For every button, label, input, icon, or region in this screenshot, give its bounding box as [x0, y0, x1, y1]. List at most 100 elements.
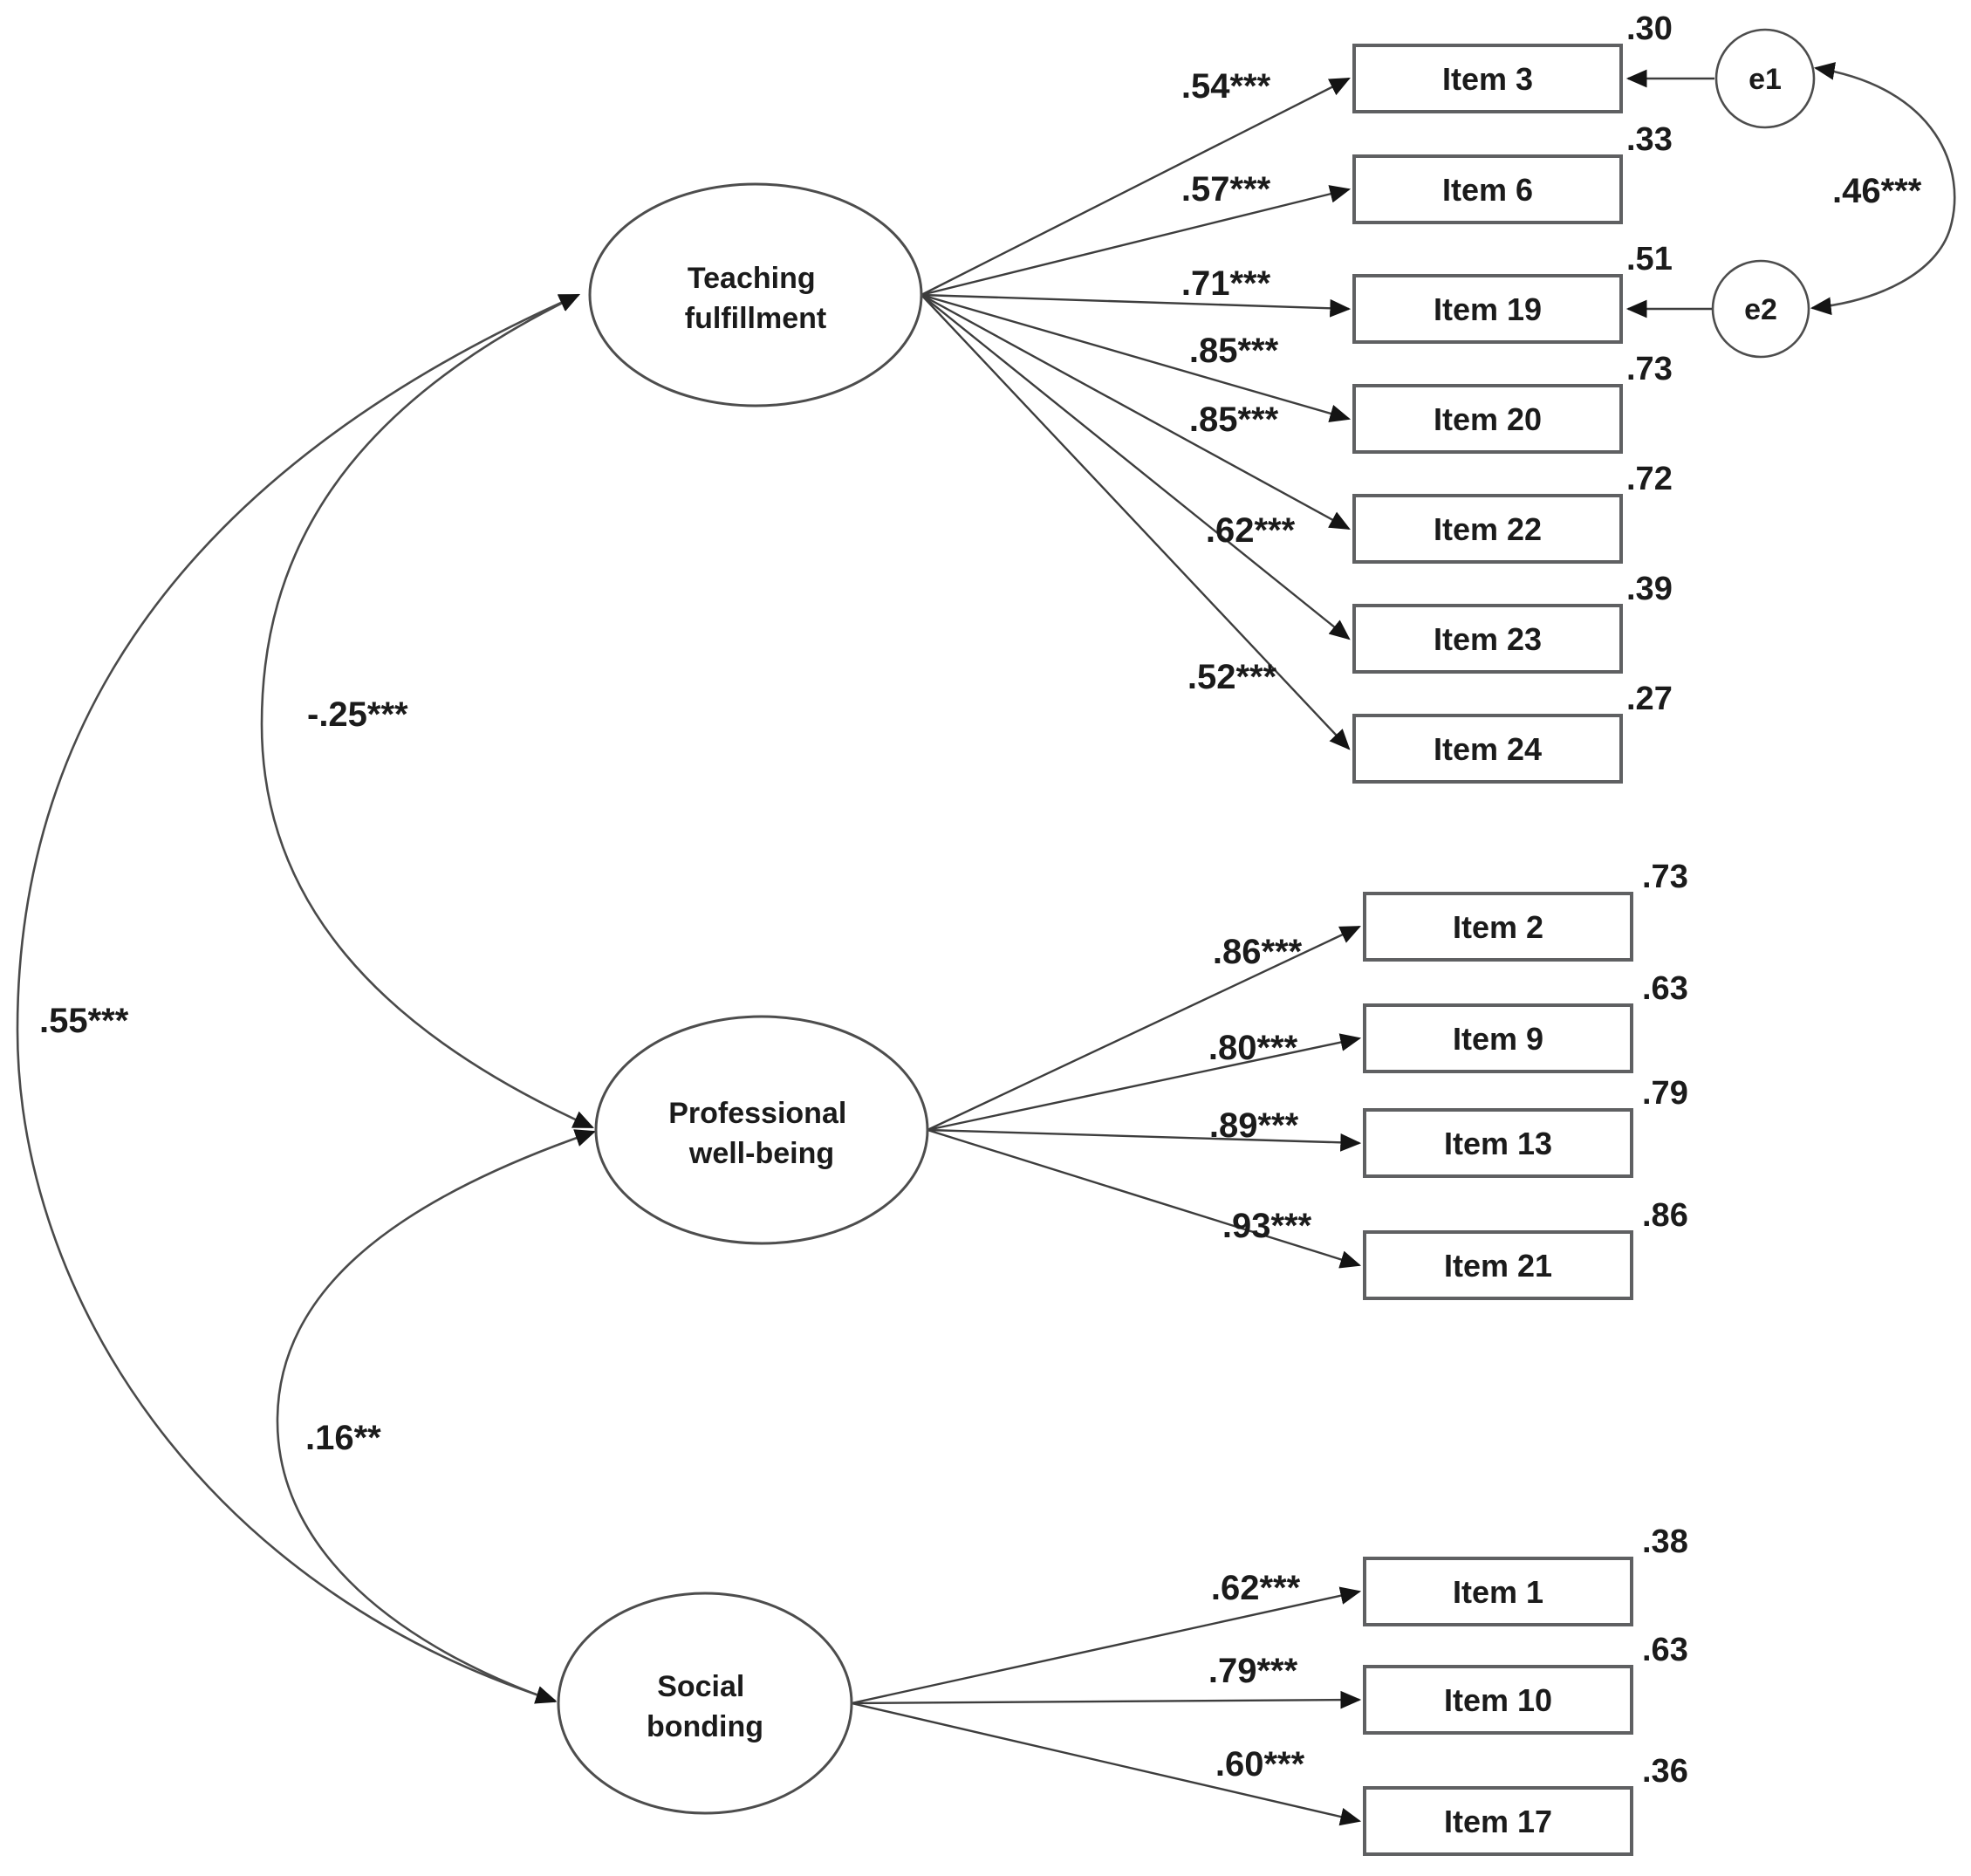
item-rect-item22 — [1352, 494, 1623, 564]
item-label-item1: Item 1 — [1453, 1574, 1543, 1610]
item-box-item6: Item 6 .33 — [1352, 121, 1673, 224]
loading-arrow-item2 — [927, 925, 1361, 1132]
variance-label-item22: .72 — [1626, 461, 1673, 497]
item-label-item21: Item 21 — [1444, 1248, 1552, 1284]
item-rect-item13 — [1363, 1108, 1633, 1178]
item-rect-item9 — [1363, 1003, 1633, 1073]
latent-social-bonding: Social bonding — [557, 1592, 853, 1815]
item-rect-item2 — [1363, 892, 1633, 962]
variance-label-item1: .38 — [1642, 1523, 1688, 1560]
item-rect-item20 — [1352, 384, 1623, 454]
item-box-item21: Item 21 .86 — [1363, 1197, 1688, 1300]
loading-label-item23: .62*** — [1206, 511, 1296, 550]
loading-label-item17: .60*** — [1215, 1745, 1305, 1784]
error-label-e1: e1 — [1749, 63, 1782, 96]
latent-ellipse-teaching — [588, 182, 923, 407]
latent-label-teaching-line2: fulfillment — [685, 302, 826, 335]
loading-label-item9: .80*** — [1208, 1029, 1298, 1067]
item-rect-item19 — [1352, 274, 1623, 344]
item-box-item13: Item 13 .79 — [1363, 1075, 1688, 1178]
item-label-item10: Item 10 — [1444, 1682, 1552, 1718]
loading-label-item1: .62*** — [1211, 1569, 1301, 1607]
loading-label-item2: .86*** — [1213, 933, 1303, 971]
variance-label-item19: .51 — [1626, 241, 1673, 277]
latent-ellipse-professional — [594, 1015, 929, 1245]
variance-label-item24: .27 — [1626, 681, 1673, 717]
variance-label-item23: .39 — [1626, 571, 1673, 607]
item-label-item2: Item 2 — [1453, 909, 1543, 945]
error-circle-e2 — [1711, 259, 1810, 359]
loading-arrow-item13 — [927, 1128, 1362, 1152]
item-rect-item23 — [1352, 604, 1623, 674]
loading-label-item19: .71*** — [1181, 264, 1271, 303]
item-rect-item21 — [1363, 1230, 1633, 1300]
loading-arrow-item23 — [920, 294, 1351, 640]
item-box-item19: Item 19 .51 — [1352, 241, 1673, 344]
variance-label-item2: .73 — [1642, 859, 1688, 895]
latent-label-teaching: Teaching fulfillment — [685, 262, 826, 335]
item-rect-item24 — [1352, 714, 1623, 784]
latent-label-professional: Professional well-being — [668, 1097, 855, 1170]
item-rect-item3 — [1352, 44, 1623, 113]
loading-arrow-item10 — [851, 1690, 1362, 1709]
covariance-curve-professional-social — [276, 1129, 597, 1704]
item-rect-item1 — [1363, 1557, 1633, 1626]
covariance-curve-teaching-professional — [260, 293, 594, 1129]
latent-label-social-line1: Social — [657, 1670, 744, 1703]
item-box-item3: Item 3 .30 — [1352, 10, 1673, 113]
item-label-item19: Item 19 — [1434, 291, 1542, 327]
variance-label-item3: .30 — [1626, 10, 1673, 47]
loading-label-item22: .85*** — [1189, 401, 1279, 439]
item-box-item10: Item 10 .63 — [1363, 1632, 1688, 1735]
covariance-curve-teaching-social — [16, 293, 580, 1704]
loading-arrow-item1 — [851, 1586, 1362, 1705]
variance-label-item9: .63 — [1642, 970, 1688, 1007]
covariance-label-e1-e2: .46*** — [1832, 172, 1922, 210]
loading-arrow-item9 — [927, 1033, 1362, 1132]
variance-label-item13: .79 — [1642, 1075, 1688, 1112]
item-box-item23: Item 23 .39 — [1352, 571, 1673, 674]
variance-label-item17: .36 — [1642, 1753, 1688, 1790]
item-box-item9: Item 9 .63 — [1363, 970, 1688, 1073]
covariance-label-professional-social: .16** — [305, 1419, 381, 1457]
latent-ellipse-social — [557, 1592, 853, 1815]
loading-arrow-item19 — [920, 293, 1352, 318]
item-label-item6: Item 6 — [1442, 172, 1533, 208]
item-label-item13: Item 13 — [1444, 1126, 1552, 1161]
item-label-item3: Item 3 — [1442, 61, 1533, 97]
item-box-item22: Item 22 .72 — [1352, 461, 1673, 564]
variance-label-item6: .33 — [1626, 121, 1673, 158]
item-label-item17: Item 17 — [1444, 1804, 1552, 1839]
loading-label-item3: .54*** — [1181, 67, 1271, 106]
error-covariance-arc-e1-e2 — [1810, 62, 1956, 316]
loading-label-item6: .57*** — [1181, 170, 1271, 209]
item-label-item22: Item 22 — [1434, 511, 1542, 547]
item-box-item1: Item 1 .38 — [1363, 1523, 1688, 1626]
error-term-e2: e2 — [1625, 259, 1810, 359]
loading-arrow-item21 — [927, 1128, 1362, 1269]
error-label-e2: e2 — [1744, 293, 1777, 326]
covariance-label-teaching-social: .55*** — [39, 1002, 129, 1040]
item-rect-item6 — [1352, 154, 1623, 224]
latent-label-professional-line1: Professional — [668, 1097, 846, 1130]
loading-arrow-item24 — [920, 294, 1351, 750]
item-rect-item17 — [1363, 1786, 1633, 1856]
latent-teaching-fulfillment: Teaching fulfillment — [588, 182, 923, 407]
loading-label-item13: .89*** — [1209, 1106, 1299, 1145]
item-box-item24: Item 24 .27 — [1352, 681, 1673, 784]
item-label-item23: Item 23 — [1434, 621, 1542, 657]
item-label-item24: Item 24 — [1434, 731, 1542, 767]
loading-arrow-item17 — [851, 1701, 1362, 1826]
latent-professional-well-being: Professional well-being — [594, 1015, 929, 1245]
loading-arrow-item6 — [920, 185, 1352, 297]
latent-label-professional-line2: well-being — [688, 1137, 834, 1170]
loading-arrow-item22 — [920, 293, 1351, 531]
item-label-item20: Item 20 — [1434, 401, 1542, 437]
loading-label-item10: .79*** — [1208, 1652, 1298, 1690]
latent-label-social-line2: bonding — [647, 1710, 763, 1743]
variance-label-item10: .63 — [1642, 1632, 1688, 1668]
latent-label-teaching-line1: Teaching — [688, 262, 816, 295]
item-rect-item10 — [1363, 1665, 1633, 1735]
